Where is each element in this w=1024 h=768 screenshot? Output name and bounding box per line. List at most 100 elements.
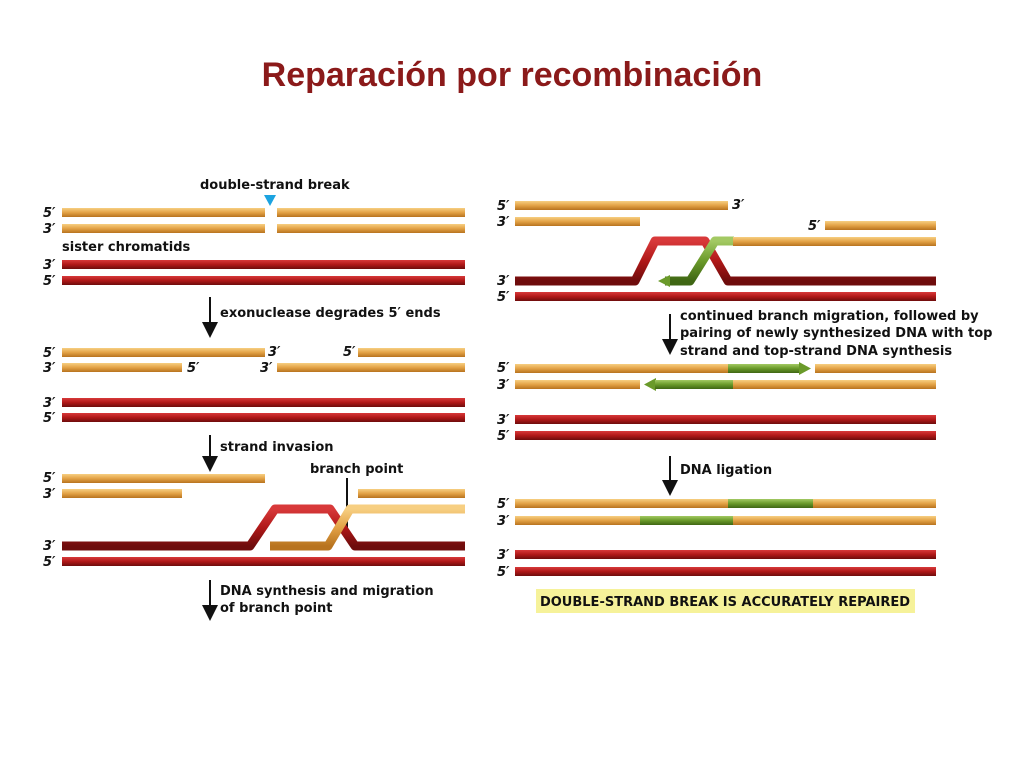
- orange-strand: [515, 499, 728, 508]
- break-marker-icon: [264, 195, 276, 206]
- red-strand: [515, 292, 936, 301]
- result-banner-text: DOUBLE-STRAND BREAK IS ACCURATELY REPAIR…: [540, 595, 910, 610]
- orange-strand: [358, 348, 465, 357]
- orange-strand: [62, 208, 265, 217]
- end-label: 5′: [497, 497, 510, 512]
- end-label: 3′: [43, 396, 56, 411]
- end-label: 5′: [497, 565, 510, 580]
- orange-strand: [733, 516, 936, 525]
- end-label: 3′: [43, 487, 56, 502]
- orange-strand: [277, 224, 465, 233]
- orange-strand: [62, 474, 265, 483]
- red-strand: [515, 415, 936, 424]
- green-arrowhead-icon: [644, 378, 656, 391]
- end-label: 5′: [43, 346, 56, 361]
- green-arrowhead-icon: [658, 275, 670, 287]
- red-strand: [62, 413, 465, 422]
- step-arrow-synthesis: DNA synthesis and migration of branch po…: [202, 580, 434, 621]
- end-label: 5′: [808, 219, 821, 234]
- continued-label-line3: strand and top-strand DNA synthesis: [680, 344, 952, 359]
- end-label: 3′: [497, 378, 510, 393]
- orange-strand: [62, 363, 182, 372]
- synthesis-label-line2: of branch point: [220, 601, 333, 616]
- step-arrow-exonuclease: exonuclease degrades 5′ ends: [202, 297, 441, 338]
- green-synthesized-strand: [665, 236, 734, 286]
- orange-strand: [815, 364, 936, 373]
- step1-broken-duplex: double-strand break 5′ 3′ sister chromat…: [43, 178, 465, 289]
- green-synthesized-strand: [728, 364, 800, 373]
- end-label: 5′: [43, 555, 56, 570]
- red-strand-dloop: [62, 504, 465, 551]
- end-label: 3′: [497, 413, 510, 428]
- end-label: 3′: [732, 198, 745, 213]
- orange-strand: [515, 516, 640, 525]
- orange-strand: [733, 237, 936, 246]
- step3-strand-invasion: 5′ 3′ branch point 3′ 5′: [43, 462, 465, 570]
- orange-strand: [813, 499, 936, 508]
- orange-strand: [515, 217, 640, 226]
- end-label: 5′: [43, 471, 56, 486]
- orange-strand: [358, 489, 465, 498]
- slide-title: Reparación por recombinación: [261, 56, 763, 94]
- exonuclease-label: exonuclease degrades 5′ ends: [220, 306, 441, 321]
- orange-strand: [277, 208, 465, 217]
- result-banner: DOUBLE-STRAND BREAK IS ACCURATELY REPAIR…: [536, 589, 915, 613]
- green-arrowhead-icon: [799, 362, 811, 375]
- step2-resected-duplex: 5′ 3′ 3′ 5′ 5′ 3′ 3′ 5′: [43, 345, 465, 426]
- synthesis-label-line1: DNA synthesis and migration: [220, 584, 434, 599]
- orange-strand: [62, 348, 265, 357]
- green-synthesized-strand: [655, 380, 733, 389]
- end-label: 5′: [187, 361, 200, 376]
- strand-invasion-label: strand invasion: [220, 440, 334, 455]
- end-label: 3′: [497, 274, 510, 289]
- end-label: 3′: [43, 361, 56, 376]
- end-label: 3′: [260, 361, 273, 376]
- red-strand-dloop: [515, 236, 936, 286]
- invading-orange-strand: [270, 504, 465, 551]
- orange-strand: [825, 221, 936, 230]
- continued-label-line2: pairing of newly synthesized DNA with to…: [680, 326, 992, 341]
- ligation-label: DNA ligation: [680, 463, 772, 478]
- red-strand: [62, 276, 465, 285]
- orange-strand: [277, 363, 465, 372]
- end-label: 3′: [497, 215, 510, 230]
- orange-strand: [62, 489, 182, 498]
- red-strand: [515, 567, 936, 576]
- orange-strand: [62, 224, 265, 233]
- green-synthesized-strand: [728, 499, 813, 508]
- sister-chromatids-label: sister chromatids: [62, 240, 190, 255]
- end-label: 3′: [43, 539, 56, 554]
- end-label: 5′: [497, 290, 510, 305]
- end-label: 3′: [43, 222, 56, 237]
- branch-point-label: branch point: [310, 462, 403, 477]
- end-label: 5′: [497, 429, 510, 444]
- continued-label-line1: continued branch migration, followed by: [680, 309, 979, 324]
- end-label: 3′: [43, 258, 56, 273]
- orange-strand: [515, 201, 728, 210]
- step5-top-strand-synthesis: 5′ 3′ 3′ 5′: [497, 361, 936, 444]
- red-strand: [62, 398, 465, 407]
- end-label: 5′: [43, 274, 56, 289]
- red-strand: [515, 550, 936, 559]
- double-strand-break-label: double-strand break: [200, 178, 350, 193]
- red-strand: [62, 557, 465, 566]
- end-label: 5′: [43, 411, 56, 426]
- orange-strand: [515, 364, 728, 373]
- end-label: 5′: [343, 345, 356, 360]
- end-label: 5′: [497, 199, 510, 214]
- red-strand: [515, 431, 936, 440]
- end-label: 5′: [43, 206, 56, 221]
- step-arrow-ligation: DNA ligation: [662, 456, 772, 496]
- step-arrow-strand-invasion: strand invasion: [202, 435, 334, 472]
- green-synthesized-strand: [640, 516, 733, 525]
- end-label: 3′: [268, 345, 281, 360]
- end-label: 5′: [497, 361, 510, 376]
- step6-repaired-duplex: 5′ 3′ 3′ 5′: [497, 497, 936, 580]
- end-label: 3′: [497, 548, 510, 563]
- red-strand: [62, 260, 465, 269]
- orange-strand: [515, 380, 640, 389]
- step4-synthesis-migration: 5′ 3′ 3′ 5′ 3′ 5′: [497, 198, 936, 305]
- orange-strand: [733, 380, 936, 389]
- end-label: 3′: [497, 514, 510, 529]
